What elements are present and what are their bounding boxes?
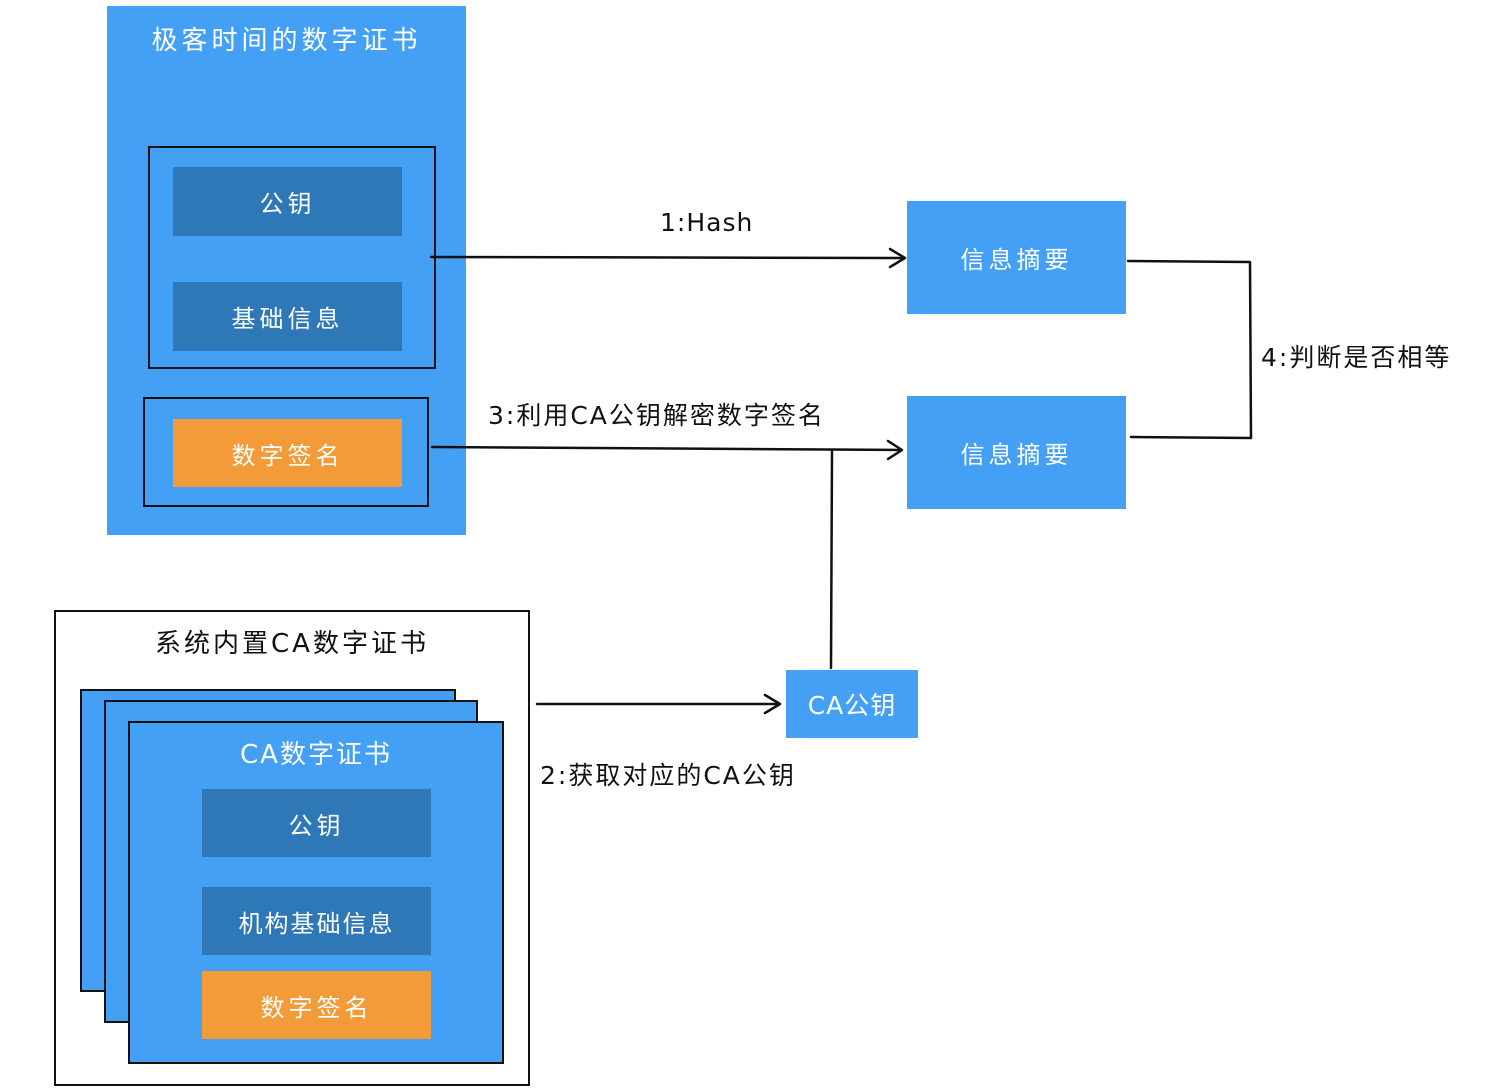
hash-arrow: [429, 255, 906, 260]
system-ca-store-title: 系统内置CA数字证书: [155, 629, 429, 659]
compare-label: 4:判断是否相等: [1261, 343, 1452, 372]
ca-public-key-label: CA公钥: [807, 691, 897, 720]
server-public-key-label: 公钥: [259, 190, 316, 218]
ca-org-info-field: 机构基础信息: [202, 887, 431, 955]
digest-top-label: 信息摘要: [960, 246, 1073, 274]
server-certificate-title: 极客时间的数字证书: [151, 26, 422, 56]
ca-signature-field: 数字签名: [202, 971, 431, 1039]
decrypt-label: 3:利用CA公钥解密数字签名: [488, 401, 825, 430]
ca-public-key-field: 公钥: [202, 789, 431, 857]
digest-bottom-label: 信息摘要: [960, 441, 1073, 469]
hash-label: 1:Hash: [660, 208, 754, 237]
ca-public-key-box: CA公钥: [786, 670, 918, 738]
signature-frame: [143, 397, 429, 507]
ca-public-key-field-label: 公钥: [288, 811, 345, 840]
compare-bracket: [1126, 259, 1253, 440]
decrypt-arrow: [430, 445, 903, 452]
ca-org-info-label: 机构基础信息: [238, 909, 395, 938]
server-signature-label: 数字签名: [231, 441, 344, 470]
fetch-ca-key-label: 2:获取对应的CA公钥: [540, 761, 796, 790]
digest-box-top: 信息摘要: [907, 201, 1126, 314]
server-basic-info-box: 基础信息: [173, 282, 402, 351]
server-public-key-box: 公钥: [173, 167, 402, 236]
decrypt-arrowhead: [886, 439, 904, 461]
ca-signature-label: 数字签名: [260, 993, 373, 1022]
system-ca-store: [54, 610, 530, 1086]
server-signature-box: 数字签名: [173, 419, 402, 487]
ca-key-to-decrypt-line: [829, 449, 834, 670]
ca-cert-card-title: CA数字证书: [240, 740, 392, 770]
hash-arrowhead: [888, 247, 907, 269]
server-basic-info-label: 基础信息: [231, 305, 344, 333]
fetch-ca-key-arrowhead: [763, 693, 782, 715]
digest-box-bottom: 信息摘要: [907, 396, 1126, 509]
